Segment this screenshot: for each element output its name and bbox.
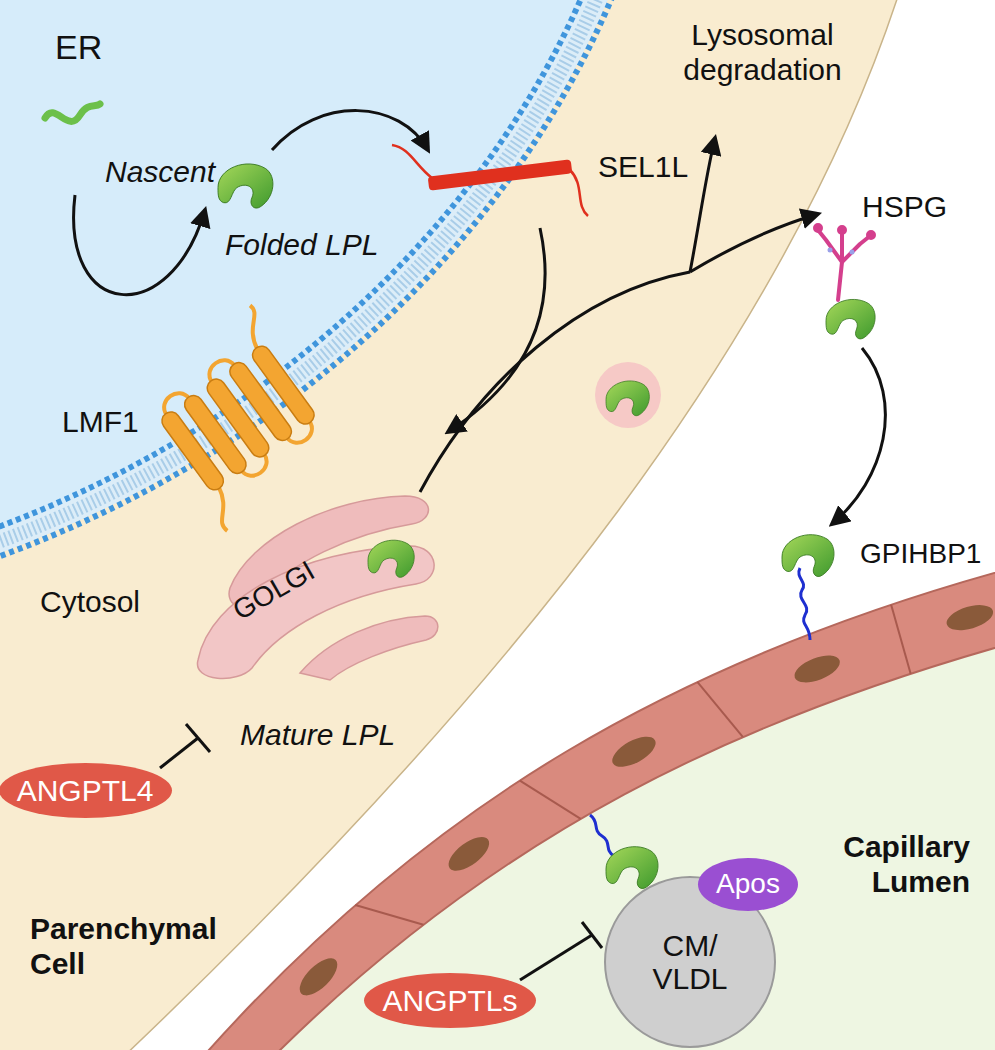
node-text: Apos bbox=[716, 869, 780, 900]
capillary-lumen bbox=[270, 645, 995, 1050]
er-membrane-core bbox=[0, 0, 600, 545]
text-label: ER bbox=[55, 28, 102, 67]
protein-oval: Apos bbox=[698, 858, 798, 911]
golgi-shape bbox=[190, 468, 445, 683]
cell-nucleus bbox=[443, 831, 495, 877]
cell-nucleus bbox=[944, 600, 995, 635]
node-text: CM/ VLDL bbox=[644, 929, 736, 995]
cell-nucleus bbox=[294, 952, 344, 1001]
text-label: LMF1 bbox=[62, 405, 139, 440]
pathway-arrows bbox=[74, 111, 886, 980]
sel1l-protein bbox=[392, 145, 588, 216]
hspg-symbol bbox=[815, 225, 874, 300]
gpihbp1-protein bbox=[799, 568, 810, 640]
lpl-protein bbox=[826, 299, 875, 338]
text-label: Nascent bbox=[105, 155, 215, 190]
nascent-chain bbox=[45, 104, 100, 121]
text-label: HSPG bbox=[862, 190, 947, 225]
lmf1-protein bbox=[127, 305, 350, 531]
cell-nucleus bbox=[791, 650, 844, 688]
cell-junction bbox=[520, 781, 581, 819]
golgi-organelle: GOLGI bbox=[190, 468, 445, 683]
er-membrane-lines bbox=[0, 0, 600, 545]
cell-junction bbox=[697, 682, 742, 737]
protein-oval: ANGPTL4 bbox=[0, 763, 172, 818]
er-membrane bbox=[0, 0, 600, 545]
lpl-protein bbox=[218, 164, 273, 208]
cell-junction bbox=[891, 605, 911, 674]
text-label: SEL1L bbox=[598, 150, 688, 185]
node-text: ANGPTLs bbox=[382, 984, 517, 1017]
text-label: Capillary Lumen bbox=[795, 830, 970, 899]
text-label: Mature LPL bbox=[240, 718, 395, 753]
endothelium bbox=[200, 570, 995, 1050]
node-text: ANGPTL4 bbox=[17, 774, 154, 807]
text-label: Folded LPL bbox=[225, 228, 378, 263]
text-label: Parenchymal Cell bbox=[30, 912, 230, 981]
lpl-protein bbox=[606, 381, 649, 416]
gpihbp1-protein bbox=[590, 815, 614, 856]
protein-oval: ANGPTLs bbox=[364, 973, 536, 1028]
cell-junction bbox=[355, 905, 423, 925]
er-lumen bbox=[0, 0, 600, 545]
text-label: Lysosomal degradation bbox=[655, 18, 870, 87]
text-label: Cytosol bbox=[40, 585, 140, 620]
lpl-protein bbox=[782, 535, 834, 577]
secretory-vesicle bbox=[595, 362, 661, 428]
text-label: GPIHBP1 bbox=[860, 538, 981, 570]
cell-nucleus bbox=[608, 731, 661, 773]
